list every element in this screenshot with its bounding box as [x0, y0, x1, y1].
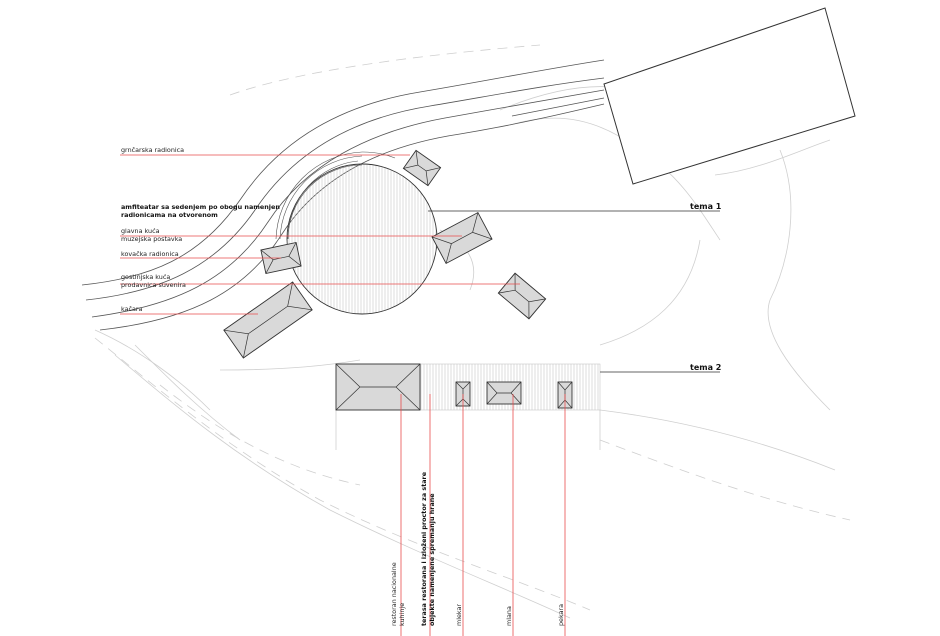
label-prodavnica: prodavnica suvenira — [121, 281, 186, 289]
tema2-terrace — [335, 363, 601, 411]
label-tema2: tema 2 — [690, 363, 721, 372]
existing-building — [603, 7, 856, 185]
label-pekara: pekara — [557, 604, 565, 626]
label-amfiteatar-2: radionicama na otvorenom — [121, 211, 218, 219]
label-muzejska: muzejska postavka — [121, 235, 182, 243]
building-grncarska — [402, 149, 442, 187]
building-gostinjska — [497, 272, 547, 320]
label-mlekar: mlekar — [455, 604, 463, 626]
label-restoran-1: restoran nacionalne — [390, 562, 398, 626]
amphitheater — [275, 151, 438, 315]
terrain-lines — [94, 86, 851, 619]
road-lines — [81, 44, 605, 331]
label-tema1: tema 1 — [690, 202, 722, 211]
leader-lines — [120, 154, 566, 636]
building-kacara — [223, 281, 313, 359]
label-terasa-2: objekte namenjene spremanju hrane — [428, 493, 436, 626]
label-mlana: mlana — [505, 606, 513, 626]
label-grncarska: grnčarska radionica — [121, 146, 184, 154]
building-glavna-kuca — [431, 211, 493, 265]
label-kacara: kačara — [121, 305, 143, 313]
label-gostinjska: gostinjska kuća — [121, 273, 170, 281]
label-terasa-1: terasa restorana i izloženi proctor za s… — [420, 471, 428, 626]
label-amfiteatar-1: amfiteatar sa sedenjem po obogu namenjen — [121, 203, 280, 211]
label-glavna-kuca: glavna kuća — [121, 227, 160, 235]
label-restoran-2: kuhinje — [398, 603, 406, 626]
label-kovacka: kovačka radionica — [121, 250, 179, 258]
